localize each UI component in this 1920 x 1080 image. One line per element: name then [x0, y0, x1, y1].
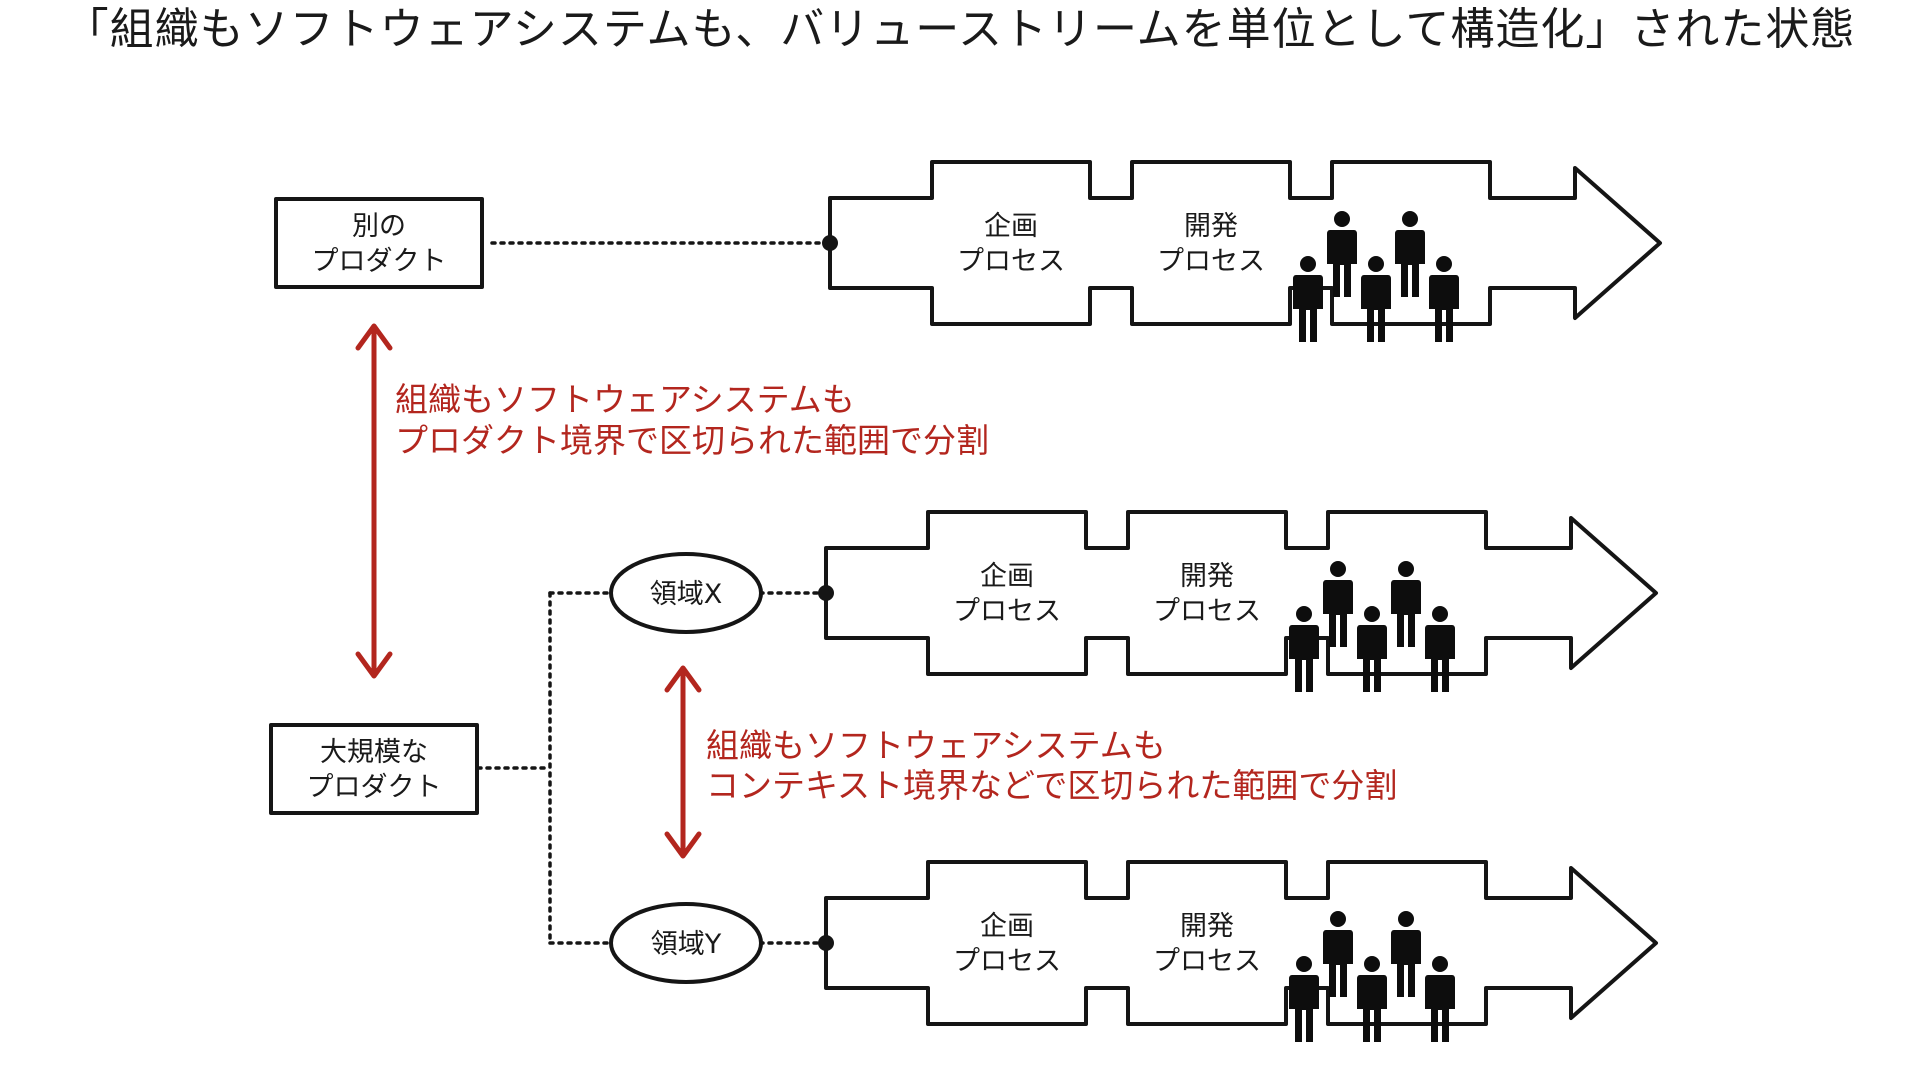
- product-boundary-arrow: [355, 323, 393, 679]
- development-process-label: プロセス: [1153, 946, 1261, 977]
- product-boundary-note: 組織もソフトウェアシステムも: [395, 380, 855, 419]
- planning-process-label: 企画: [984, 211, 1038, 242]
- context-boundary-note: 組織もソフトウェアシステムも: [706, 726, 1166, 765]
- connector-dot: [818, 935, 834, 951]
- product-boundary-note: プロダクト境界で区切られた範囲で分割: [395, 421, 989, 460]
- development-process-label: プロセス: [1153, 596, 1261, 627]
- domain-y-label: 領域Y: [651, 929, 722, 960]
- planning-process-label: プロセス: [953, 946, 1061, 977]
- value-stream-2: 企画 プロセス 開発 プロセス: [818, 510, 1658, 692]
- value-stream-3: 企画 プロセス 開発 プロセス: [818, 860, 1658, 1042]
- value-stream-arrow: [824, 510, 1658, 676]
- connector-dot: [818, 585, 834, 601]
- context-boundary-arrow: [664, 665, 702, 859]
- planning-process-label: プロセス: [957, 246, 1065, 277]
- planning-process-label: 企画: [980, 561, 1034, 592]
- planning-process-label: 企画: [980, 911, 1034, 942]
- page-title: 「組織もソフトウェアシステムも、バリューストリームを単位として構造化」された状態: [65, 4, 1856, 55]
- connector-dot: [822, 235, 838, 251]
- other-product-box: 別の プロダクト: [274, 197, 484, 289]
- value-stream-arrow: [824, 860, 1658, 1026]
- domain-x-node: 領域X: [609, 552, 763, 634]
- development-process-label: プロセス: [1157, 246, 1265, 277]
- development-process-label: 開発: [1180, 911, 1234, 942]
- value-stream-1: 企画 プロセス 開発 プロセス: [822, 160, 1662, 342]
- domain-y-node: 領域Y: [609, 902, 763, 984]
- planning-process-label: プロセス: [953, 596, 1061, 627]
- value-stream-arrow: [828, 160, 1662, 326]
- domain-x-label: 領域X: [650, 579, 723, 610]
- context-boundary-note: コンテキスト境界などで区切られた範囲で分割: [706, 766, 1397, 805]
- large-product-label: プロダクト: [307, 772, 442, 803]
- large-product-label: 大規模な: [320, 737, 428, 768]
- other-product-label: 別の: [352, 211, 406, 242]
- development-process-label: 開発: [1180, 561, 1234, 592]
- other-product-label: プロダクト: [312, 246, 447, 277]
- large-product-box: 大規模な プロダクト: [269, 723, 479, 815]
- development-process-label: 開発: [1184, 211, 1238, 242]
